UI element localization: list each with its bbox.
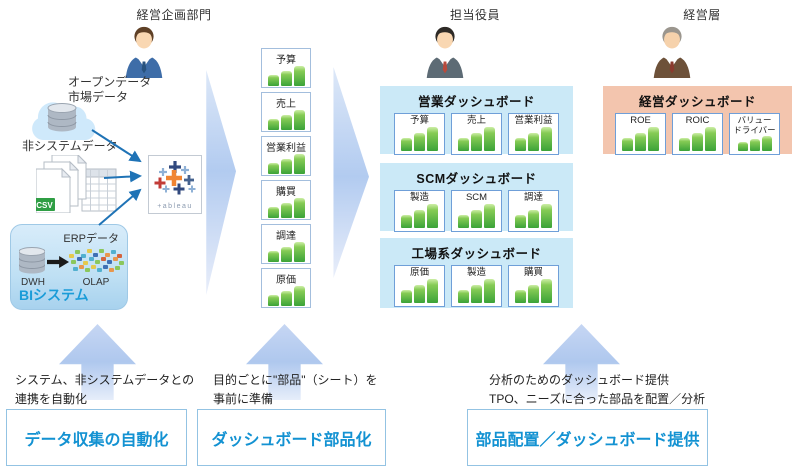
dashboard-card: バリュー ドライバー [729,113,780,155]
dashboard-card: 製造 [394,190,445,232]
businessman-icon [426,26,464,78]
panel-title: 工場系ダッシュボード [411,247,542,261]
actor-executive: 担当役員 [423,6,527,78]
dashboard-card: 予算 [394,113,445,155]
bar-chart-icon [401,127,438,151]
part-box-operating-profit: 営業利益 [261,136,311,176]
bar-chart-icon [267,154,305,174]
csv-files-icon: CSV CSV CSV [36,155,117,213]
dashboard-card: ROIC [672,113,723,155]
bar-chart-icon [622,127,659,151]
bar-chart-icon [679,127,716,151]
bar-chart-icon [267,242,305,262]
svg-text:CSV: CSV [36,201,53,210]
panel-title: 営業ダッシュボード [417,95,535,109]
part-box-budget: 予算 [261,48,311,88]
factory-dashboard-panel: 工場系ダッシュボード 原価 製造 購買 [380,238,573,308]
actor-planning-dept: 経営企画部門 [122,6,226,78]
bar-chart-icon [267,110,305,130]
part-box-cost: 原価 [261,268,311,308]
scm-dashboard-panel: SCMダッシュボード 製造 SCM 調達 [380,163,573,232]
sales-dashboard-panel: 営業ダッシュボード 予算 売上 営業利益 [380,86,573,155]
arrow-right-icon [47,256,69,268]
erp-data-label: ERPデータ [63,233,119,245]
cloud-database-icon [32,102,96,141]
dashboard-card: 製造 [451,265,502,307]
part-box-sales: 売上 [261,92,311,132]
flow-arrow-right [206,70,236,295]
tableau-logo: +ableau [148,155,202,214]
tableau-wordmark: +ableau [157,203,193,210]
businessman-icon [125,26,163,78]
dashboard-card: 原価 [394,265,445,307]
bar-chart-icon [515,127,552,151]
management-dashboard-panel: 経営ダッシュボード ROE ROIC バリュー ドライバー [603,86,792,155]
non-system-data-label: 非システムデータ [22,139,118,153]
part-box-purchasing: 購買 [261,180,311,220]
dashboard-card: ROE [615,113,666,155]
actor-management-label: 経営層 [683,8,721,22]
bar-chart-icon [458,127,495,151]
flow-arrow-right [333,67,369,278]
bar-chart-icon [267,66,305,86]
tableau-plus-marks-icon [154,161,196,195]
dashboard-card: 売上 [451,113,502,155]
dashboard-card: 調達 [508,190,559,232]
step-box-data-collection: データ収集の自動化 [6,409,187,466]
actor-executive-label: 担当役員 [449,8,500,22]
note-parts-preparation: 目的ごとに"部品"（シート）を 事前に準備 [213,373,378,407]
bar-chart-icon [458,279,495,303]
step-box-dashboard-parts: ダッシュボード部品化 [197,409,386,466]
panel-title: 経営ダッシュボード [638,95,756,109]
bar-chart-icon [401,204,438,228]
bar-chart-icon [267,286,305,306]
dwh-database-icon [19,247,45,274]
bar-chart-icon [458,204,495,228]
part-box-procurement: 調達 [261,224,311,264]
note-data-collection: システム、非システムデータとの 連携を自動化 [15,373,195,407]
bar-chart-icon [267,198,305,218]
dashboard-card: 営業利益 [508,113,559,155]
businessman-icon [653,26,691,78]
actor-management: 経営層 [650,6,754,78]
note-dashboard-provision: 分析のためのダッシュボード提供 TPO、ニーズに合った部品を配置／分析 [489,373,706,407]
bar-chart-icon [737,136,772,151]
open-data-label: オープンデータ 市場データ [68,75,152,104]
panel-title: SCMダッシュボード [416,172,537,186]
dashboard-card: 購買 [508,265,559,307]
bi-system-box: ERPデータ DWH [10,224,128,310]
step-box-parts-placement: 部品配置／ダッシュボード提供 [467,409,708,466]
dwh-label: DWH [21,277,45,288]
dashboard-card: SCM [451,190,502,232]
actor-planning-label: 経営企画部門 [136,8,212,22]
bar-chart-icon [515,204,552,228]
bi-system-label: BIシステム [19,287,89,303]
bar-chart-icon [515,279,552,303]
bar-chart-icon [401,279,438,303]
olap-cubes-icon [69,249,124,272]
olap-label: OLAP [82,277,110,288]
